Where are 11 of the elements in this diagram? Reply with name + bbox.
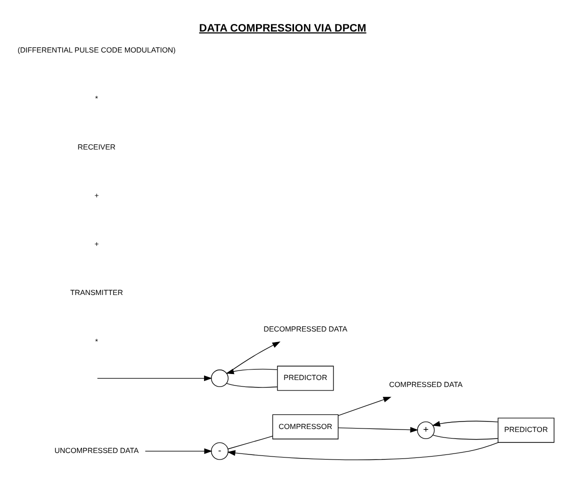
label: RECEIVER xyxy=(78,142,116,151)
label: * xyxy=(95,93,98,102)
label: + xyxy=(94,190,99,200)
node-text: UNCOMPRESSED DATA xyxy=(54,446,139,455)
node-text: COMPRESSED DATA xyxy=(389,379,463,388)
label: TRANSMITTER xyxy=(70,288,123,297)
label: (DIFFERENTIAL PULSE CODE MODULATION) xyxy=(18,44,176,54)
node-text: DECOMPRESSED DATA xyxy=(264,324,348,334)
diagram-title: DATA COMPRESSION VIA DPCM xyxy=(199,22,366,34)
label: * xyxy=(95,336,98,346)
label: + xyxy=(94,239,99,248)
